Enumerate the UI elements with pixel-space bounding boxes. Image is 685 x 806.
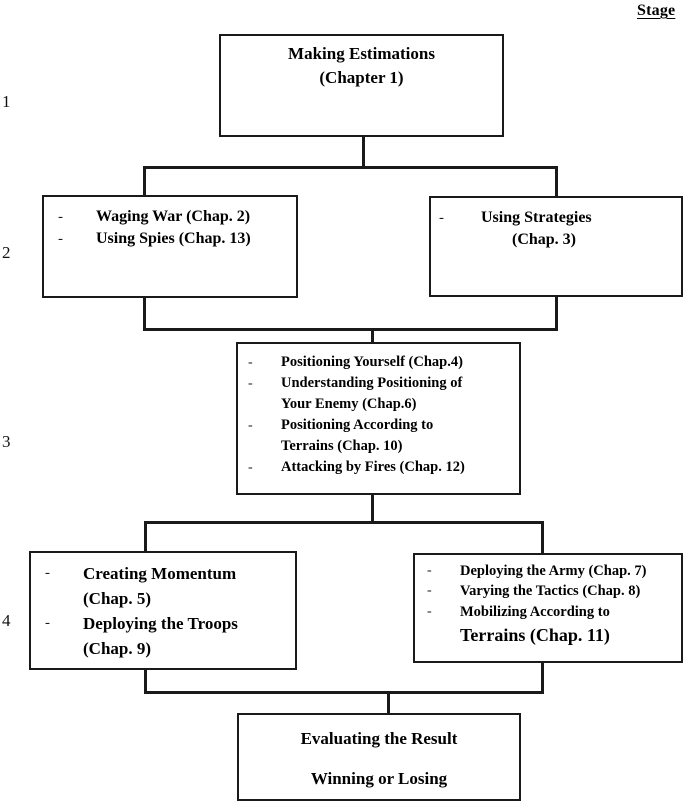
- bullet-row: - Deploying the Troops: [45, 611, 289, 636]
- bullet-dash: -: [58, 209, 63, 225]
- connector-stage4-right-up-merge: [541, 661, 544, 693]
- stage-column-header: Stage: [637, 2, 676, 19]
- bullet-text: Understanding Positioning of: [281, 375, 463, 391]
- bullet-row: - Using Spies (Chap. 13): [58, 228, 288, 250]
- bullet-row: - Positioning According to: [248, 415, 513, 436]
- bullet-text: Positioning Yourself (Chap.4): [281, 354, 463, 370]
- bullet-dash: -: [427, 563, 432, 578]
- bullet-row: - Mobilizing According to: [427, 601, 675, 623]
- stage-number-3: 3: [2, 432, 11, 451]
- connector-stage2-left-down: [143, 166, 146, 196]
- node-making-estimations[interactable]: Making Estimations (Chapter 1): [219, 34, 504, 137]
- bullet-text: Creating Momentum: [83, 564, 237, 583]
- bullet-text: Deploying the Troops: [83, 614, 238, 633]
- bullet-continuation: Your Enemy (Chap.6): [281, 396, 417, 412]
- connector-stage3-in: [371, 328, 374, 343]
- bullet-continuation: (Chap. 5): [83, 589, 152, 608]
- bullet-row: - Waging War (Chap. 2): [58, 206, 288, 228]
- connector-stage2-left-up-merge: [143, 297, 146, 330]
- bullet-text: Varying the Tactics (Chap. 8): [460, 583, 641, 599]
- bullet-dash: -: [248, 460, 253, 475]
- bullet-row: - Varying the Tactics (Chap. 8): [427, 581, 675, 601]
- node-evaluating-the-result[interactable]: Evaluating the Result Winning or Losing: [237, 713, 521, 801]
- node-using-strategies[interactable]: - Using Strategies (Chap. 3): [429, 196, 683, 297]
- bullet-row: - Understanding Positioning of: [248, 373, 513, 394]
- bullet-text: Attacking by Fires (Chap. 12): [281, 459, 465, 475]
- bullet-dash: -: [427, 583, 432, 598]
- connector-stage4-right-down: [541, 521, 544, 553]
- node-creating-momentum-deploying-troops[interactable]: - Creating Momentum (Chap. 5) - Deployin…: [29, 551, 297, 670]
- node-waging-war-using-spies[interactable]: - Waging War (Chap. 2) - Using Spies (Ch…: [42, 195, 298, 298]
- bullet-continuation: Terrains (Chap. 10): [281, 438, 403, 454]
- node-positioning-group[interactable]: - Positioning Yourself (Chap.4) - Unders…: [236, 342, 521, 495]
- connector-stage4-left-down: [144, 521, 147, 552]
- bullet-text: Positioning According to: [281, 417, 434, 433]
- bullet-dash: -: [248, 376, 253, 391]
- bullet-row: - Using Strategies: [439, 207, 673, 229]
- bullet-dash: -: [58, 231, 63, 247]
- bullet-text: Waging War (Chap. 2): [96, 208, 251, 225]
- bullet-row: - Creating Momentum: [45, 561, 289, 586]
- bullet-continuation: (Chap. 3): [511, 231, 576, 248]
- bullet-row: - Attacking by Fires (Chap. 12): [248, 457, 513, 478]
- stage-number-2: 2: [2, 243, 11, 262]
- node-stage5-line-2: Winning or Losing: [310, 769, 448, 788]
- connector-stage2-right-down: [555, 166, 558, 197]
- bullet-dash: -: [439, 210, 444, 226]
- bullet-text: Using Spies (Chap. 13): [96, 230, 251, 247]
- bullet-row: - Deploying the Army (Chap. 7): [427, 561, 675, 581]
- node-stage1-line-1: Making Estimations: [288, 44, 435, 63]
- bullet-dash: -: [248, 355, 253, 370]
- bullet-dash: -: [45, 565, 50, 581]
- node-stage1-line-2: (Chapter 1): [319, 68, 404, 87]
- bullet-text: Deploying the Army (Chap. 7): [460, 563, 647, 579]
- bullet-text: Mobilizing According to: [460, 604, 610, 620]
- connector-stage1-split-bar: [143, 166, 557, 169]
- bullet-continuation: Terrains (Chap. 11): [460, 625, 610, 645]
- stage-number-1: 1: [2, 92, 11, 111]
- connector-stage4-merge-bar: [144, 691, 544, 694]
- bullet-dash: -: [45, 615, 50, 631]
- connector-stage5-in: [387, 691, 390, 714]
- bullet-dash: -: [248, 418, 253, 433]
- bullet-dash: -: [427, 604, 432, 619]
- connector-stage3-down: [371, 493, 374, 523]
- connector-stage1-down: [362, 136, 365, 168]
- node-deploying-army-group[interactable]: - Deploying the Army (Chap. 7) - Varying…: [413, 553, 683, 663]
- stage-number-4: 4: [2, 611, 11, 630]
- connector-stage2-right-up-merge: [555, 296, 558, 330]
- connector-stage4-left-up-merge: [144, 668, 147, 693]
- connector-stage2-merge-bar: [143, 328, 558, 331]
- bullet-continuation: (Chap. 9): [83, 639, 152, 658]
- bullet-row: - Positioning Yourself (Chap.4): [248, 352, 513, 373]
- connector-stage3-split-bar: [144, 521, 544, 524]
- node-stage5-line-1: Evaluating the Result: [300, 729, 458, 748]
- bullet-text: Using Strategies: [481, 209, 592, 226]
